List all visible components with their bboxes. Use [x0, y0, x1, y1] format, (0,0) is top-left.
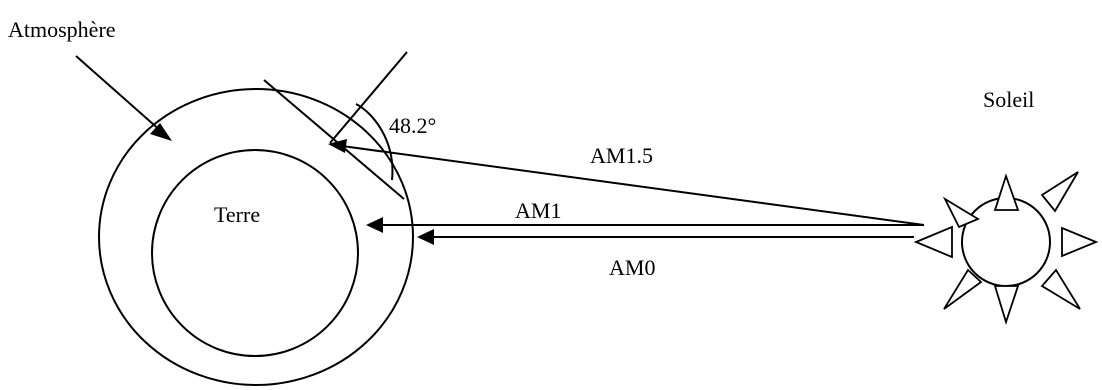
- am1-label: AM1: [515, 198, 561, 223]
- sun-ray-top-right: [1040, 171, 1079, 213]
- atmosphere-label: Atmosphère: [8, 17, 116, 42]
- sun-ray-top: [993, 173, 1020, 211]
- atmosphere-pointer-arrowhead: [150, 123, 172, 141]
- atmosphere-pointer-line: [75, 55, 163, 133]
- am0-arrowhead: [417, 229, 434, 245]
- earth-circle: [151, 149, 359, 357]
- sun-ray-bottom: [993, 285, 1020, 325]
- sun-label: Soleil: [983, 87, 1034, 112]
- angle-label: 48.2°: [389, 113, 436, 138]
- am15-arrowhead: [328, 139, 347, 153]
- am15-label: AM1.5: [590, 143, 653, 168]
- normal-line: [329, 51, 408, 144]
- am1-arrowhead: [366, 217, 383, 233]
- sun-ray-left: [913, 225, 953, 259]
- atmosphere-circle: [98, 88, 414, 386]
- am0-label: AM0: [609, 255, 655, 280]
- am15-ray: [341, 145, 925, 226]
- earth-label: Terre: [214, 202, 260, 227]
- sun-ray-bottom-left: [943, 268, 983, 310]
- angle-arc: [355, 103, 394, 181]
- sun-ray-right: [1061, 226, 1099, 258]
- sun-ray-bottom-right: [1040, 268, 1081, 310]
- sun-circle: [961, 197, 1051, 287]
- sun-ray-top-left: [942, 196, 980, 229]
